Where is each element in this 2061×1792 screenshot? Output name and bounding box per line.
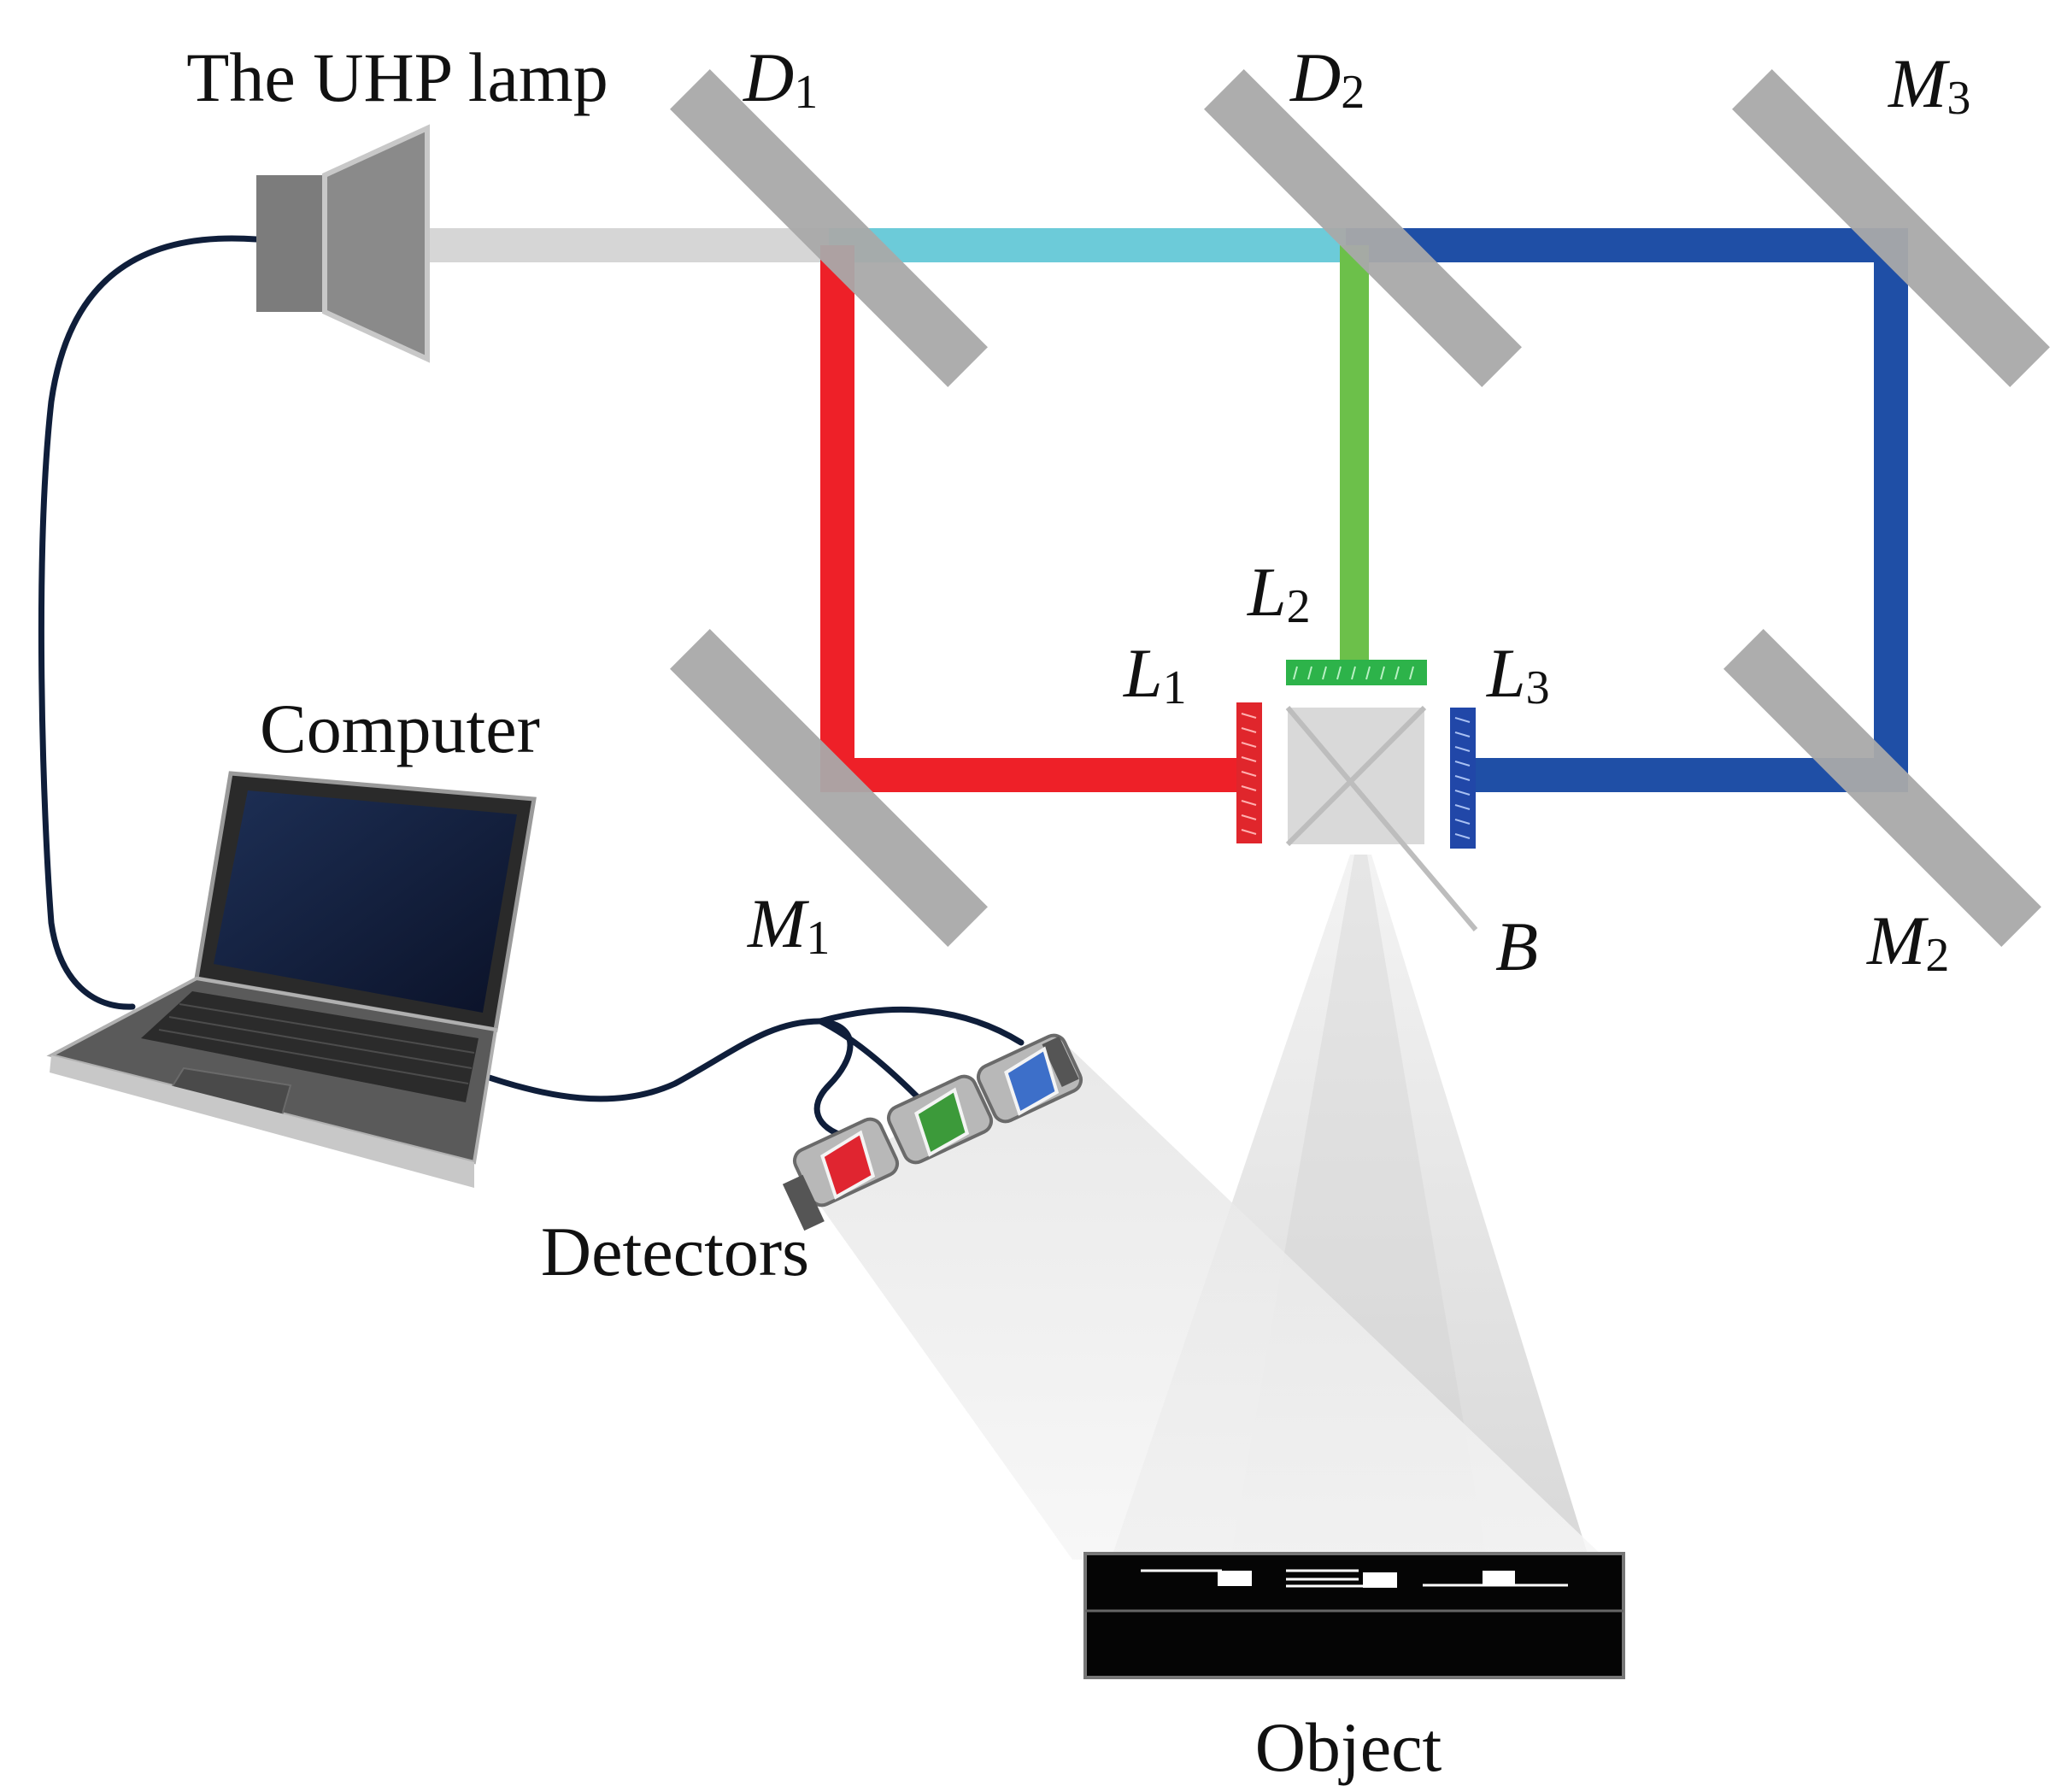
m1-label: M1 <box>747 884 830 965</box>
uhp-lamp <box>256 124 430 363</box>
detector-cable-green <box>817 1018 922 1102</box>
laptop-keyboard <box>141 991 479 1102</box>
laptop-screen <box>214 790 517 1013</box>
red-beam-vertical <box>820 245 854 792</box>
lcd-l3 <box>1450 708 1476 849</box>
cables <box>38 235 1025 1140</box>
l2-label: L2 <box>1247 553 1311 633</box>
laptop-computer <box>46 771 537 1188</box>
detector-red <box>782 1117 900 1231</box>
detector-cable <box>471 1018 824 1102</box>
laptop-edge <box>50 1055 474 1188</box>
mirror-m2 <box>1723 629 2041 947</box>
green-beam <box>1340 245 1369 660</box>
beamsplitter-label: B <box>1495 908 1538 985</box>
lamp-cable <box>38 235 260 1010</box>
object-label: Object <box>1255 1708 1442 1786</box>
blue-beam-right <box>1874 228 1908 775</box>
object-base <box>1083 1552 1625 1679</box>
lamp-label: The UHP lamp <box>186 38 608 116</box>
object <box>1083 1552 1625 1679</box>
m3-label: M3 <box>1888 44 1970 125</box>
dichroic-d2 <box>1204 69 1522 387</box>
d2-label: D2 <box>1289 38 1365 119</box>
lamp-housing <box>256 175 325 312</box>
detector-blue <box>976 1033 1083 1124</box>
detector-cable-blue <box>817 1006 1025 1046</box>
mirror-m3 <box>1732 69 2050 387</box>
computer-label: Computer <box>260 690 540 767</box>
detectors <box>782 1033 1083 1231</box>
lcd-l2 <box>1286 660 1427 685</box>
detectors-label: Detectors <box>541 1213 809 1290</box>
m2-label: M2 <box>1866 902 1949 982</box>
blue-beam-top <box>1346 228 1908 262</box>
mirrors <box>670 69 2050 947</box>
red-beam-bottom <box>820 758 1236 792</box>
lamp-reflector <box>322 124 430 363</box>
detector-cable-red <box>813 1018 854 1140</box>
reflected-light-cone <box>807 1038 1606 1560</box>
lcd-l1 <box>1236 702 1262 843</box>
detector-green <box>886 1074 994 1165</box>
l1-label: L1 <box>1123 634 1187 714</box>
cyan-beam <box>829 228 1346 262</box>
beamsplitter-cube <box>1285 705 1478 931</box>
white-beam <box>427 228 829 262</box>
dichroic-d1 <box>670 69 988 387</box>
mirror-m1 <box>670 629 988 947</box>
d1-label: D1 <box>743 38 818 119</box>
l3-label: L3 <box>1486 634 1550 714</box>
